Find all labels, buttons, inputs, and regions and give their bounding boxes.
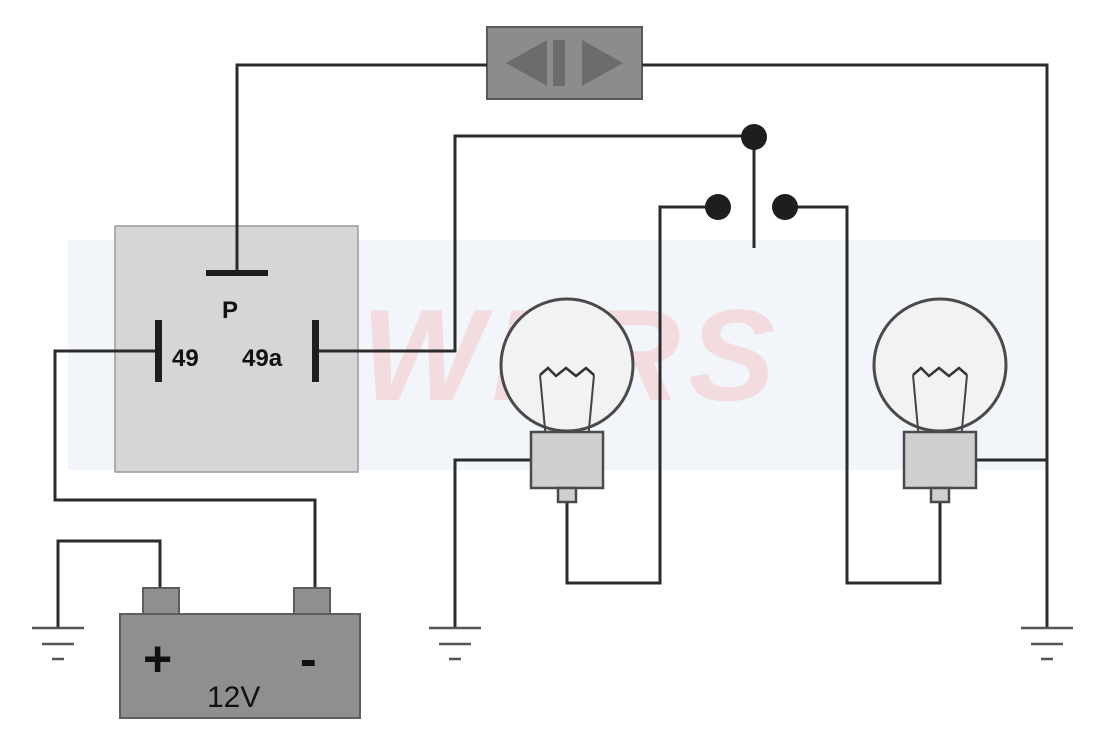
terminal-p-label: P xyxy=(222,297,238,324)
terminal-49a-label: 49a xyxy=(242,345,283,372)
left-bulb-socket xyxy=(529,430,605,490)
terminal-49a-bar xyxy=(312,320,319,382)
indicator-divider xyxy=(553,40,565,86)
switch-right-contact xyxy=(772,194,798,220)
battery-plus-post xyxy=(142,587,180,617)
right-bulb-tip xyxy=(929,486,951,504)
terminal-49-label: 49 xyxy=(172,345,199,372)
switch-common-contact xyxy=(741,124,767,150)
left-bulb-glass xyxy=(499,297,635,433)
battery-plus-label: + xyxy=(143,631,172,687)
right-bulb-filament xyxy=(912,366,968,378)
left-bulb-leads xyxy=(539,374,595,441)
left-arrow-icon xyxy=(506,40,547,86)
flasher-relay: P 49 49a xyxy=(114,225,359,473)
battery-minus-post xyxy=(293,587,331,617)
battery-minus-label: - xyxy=(300,631,317,687)
battery-voltage-label: 12V xyxy=(207,681,260,714)
right-bulb-glass xyxy=(872,297,1008,433)
terminal-49-bar xyxy=(155,320,162,382)
right-bulb-socket xyxy=(902,430,978,490)
ground-icon xyxy=(429,626,481,661)
wires xyxy=(53,63,1049,628)
switch-left-contact xyxy=(705,194,731,220)
right-arrow-icon xyxy=(582,40,623,86)
bulb-icon xyxy=(872,297,1008,504)
left-bulb-tip xyxy=(556,486,578,504)
left-bulb-filament xyxy=(539,366,595,378)
battery: + - 12V xyxy=(119,587,361,719)
terminal-p-bar xyxy=(206,270,268,276)
indicator-switch xyxy=(705,124,798,220)
battery-body xyxy=(119,613,361,719)
indicator-lamp xyxy=(486,26,643,100)
ground-icon xyxy=(32,626,84,661)
ground-icon xyxy=(1021,626,1073,661)
right-bulb-leads xyxy=(912,374,968,441)
bulb-icon xyxy=(499,297,635,504)
